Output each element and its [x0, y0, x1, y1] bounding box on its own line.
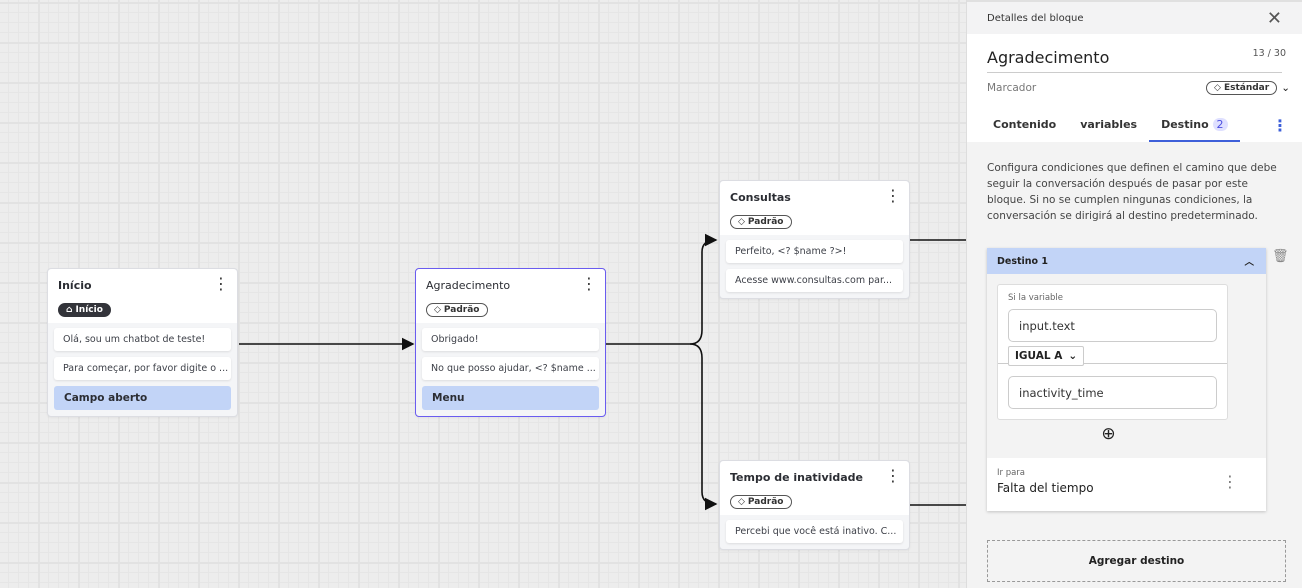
message: Acesse www.consultas.com par...: [726, 269, 903, 292]
value-input[interactable]: inactivity_time: [1008, 376, 1217, 409]
goto-label: Ir para: [997, 468, 1026, 478]
edges: [239, 233, 966, 511]
block-name-input[interactable]: Agradecimento: [987, 34, 1282, 73]
panel-header: Detalles del bloque: [987, 12, 1084, 24]
home-icon: ⌂: [66, 305, 73, 315]
more-options-icon[interactable]: ⋮: [1272, 116, 1288, 135]
node-consultas[interactable]: Consultas ⋮ ◇Padrão Perfeito, <? $name ?…: [719, 180, 910, 299]
close-icon[interactable]: ✕: [1266, 7, 1282, 29]
message: No que posso ajudar, <? $name ...: [422, 357, 599, 380]
destination-card: Destino 1︿ Si la variable input.text IGU…: [987, 248, 1266, 511]
edge-agradecimento-consultas: [606, 233, 718, 345]
node-inicio[interactable]: Início ⋮ ⌂Início Olá, sou um chatbot de …: [47, 268, 238, 417]
char-count: 13 / 30: [1252, 48, 1286, 59]
message: Obrigado!: [422, 328, 599, 351]
message: Percebi que você está inativo. C...: [726, 520, 903, 543]
chevron-down-icon: ⌄: [1281, 82, 1290, 94]
destination-header[interactable]: Destino 1︿: [987, 248, 1266, 274]
chevron-up-icon[interactable]: ︿: [1244, 257, 1254, 268]
tab-contenido[interactable]: Contenido: [993, 118, 1057, 131]
option-item[interactable]: Campo aberto: [54, 386, 231, 410]
node-tag: ⌂Início: [58, 303, 111, 317]
node-tag: ◇Padrão: [730, 215, 792, 229]
node-title: Agradecimento: [426, 279, 511, 292]
goto-value[interactable]: Falta del tiempo: [997, 481, 1094, 495]
node-tempo-inatividade[interactable]: Tempo de inatividade ⋮ ◇Padrão Percebi q…: [719, 460, 910, 550]
flow-canvas[interactable]: Início ⋮ ⌂Início Olá, sou um chatbot de …: [0, 0, 966, 588]
variable-input[interactable]: input.text: [1008, 309, 1217, 342]
more-options-icon[interactable]: ⋮: [1222, 472, 1238, 491]
more-options-icon[interactable]: ⋮: [885, 186, 901, 205]
more-options-icon[interactable]: ⋮: [213, 274, 229, 293]
node-tag: ◇Padrão: [426, 303, 488, 317]
count-badge: 2: [1212, 118, 1228, 131]
condition: Si la variable input.text IGUAL A⌄ inact…: [997, 284, 1228, 420]
node-title: Consultas: [730, 191, 791, 204]
tag-icon: ◇: [738, 217, 745, 227]
block-details-panel: Detalles del bloque ✕ Agradecimento 13 / …: [966, 0, 1302, 588]
tag-icon: ◇: [434, 305, 441, 315]
tab-variables[interactable]: variables: [1080, 118, 1138, 131]
tag-icon: ◇: [1214, 83, 1221, 93]
more-options-icon[interactable]: ⋮: [885, 466, 901, 485]
node-title: Início: [58, 279, 92, 292]
message: Para começar, por favor digite o ...: [54, 357, 231, 380]
tag-icon: ◇: [738, 497, 745, 507]
message: Olá, sou um chatbot de teste!: [54, 328, 231, 351]
more-options-icon[interactable]: ⋮: [581, 274, 597, 293]
add-condition-icon[interactable]: ⊕: [1101, 424, 1116, 444]
message: Perfeito, <? $name ?>!: [726, 240, 903, 263]
option-item[interactable]: Menu: [422, 386, 599, 410]
add-destination-button[interactable]: Agregar destino: [987, 540, 1286, 582]
trash-icon[interactable]: 🗑: [1272, 249, 1289, 264]
node-tag: ◇Padrão: [730, 495, 792, 509]
if-variable-label: Si la variable: [1008, 293, 1064, 303]
destination-description: Configura condiciones que definen el cam…: [987, 162, 1277, 222]
edge-agradecimento-tempo: [689, 343, 718, 511]
marker-label: Marcador: [987, 82, 1037, 94]
operator-select[interactable]: IGUAL A⌄: [1008, 346, 1085, 366]
tab-destino[interactable]: Destino 2: [1149, 108, 1240, 142]
node-title: Tempo de inatividade: [730, 471, 864, 484]
marker-select[interactable]: ◇Estándar⌄: [1206, 81, 1290, 95]
node-agradecimento[interactable]: Agradecimento ⋮ ◇Padrão Obrigado! No que…: [415, 268, 606, 417]
chevron-down-icon: ⌄: [1068, 350, 1078, 362]
